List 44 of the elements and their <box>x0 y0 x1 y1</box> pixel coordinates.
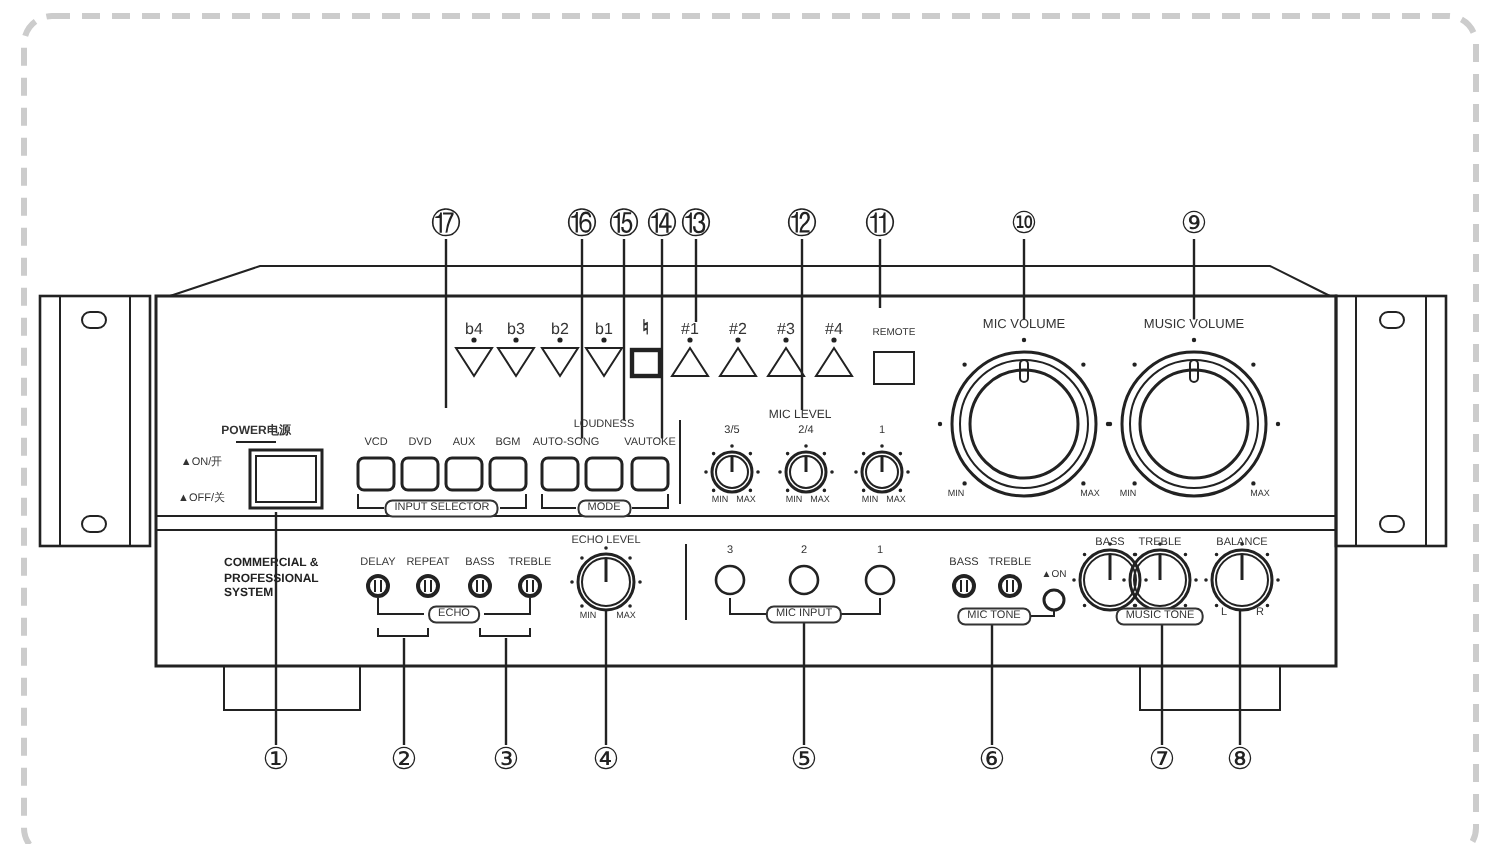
callout-number: ⑭ <box>647 209 677 239</box>
panel-label: #3 <box>777 322 795 338</box>
panel-label: b3 <box>507 322 525 338</box>
callout-number: ⑫ <box>787 209 817 239</box>
leader-line <box>1022 239 1026 320</box>
leader-line <box>444 239 448 408</box>
callout-number: ⑤ <box>790 745 818 775</box>
leader-line <box>402 638 406 745</box>
panel-label: b1 <box>595 322 613 338</box>
leader-line <box>694 239 698 322</box>
leader-line <box>660 239 664 439</box>
leader-line <box>1192 239 1196 320</box>
callout-number: ③ <box>492 745 520 775</box>
leader-line <box>802 622 806 745</box>
callout-number: ⑬ <box>681 209 711 239</box>
callout-number: ① <box>262 745 290 775</box>
panel-label: #4 <box>825 322 843 338</box>
leader-line <box>274 512 278 745</box>
leader-line <box>1160 624 1164 745</box>
callout-number: ⑯ <box>567 209 597 239</box>
callout-number: ⑮ <box>609 209 639 239</box>
panel-label: ♮ <box>642 320 650 340</box>
knob <box>1204 542 1280 612</box>
callout-number: ⑨ <box>1180 209 1208 239</box>
callout-number: ⑰ <box>431 209 461 239</box>
panel-label: #1 <box>681 322 699 338</box>
callout-number: ⑦ <box>1148 745 1176 775</box>
callout-number: ⑪ <box>865 209 895 239</box>
panel-label: b4 <box>465 322 483 338</box>
callout-number: ⑧ <box>1226 745 1254 775</box>
callout-number: ⑩ <box>1010 209 1038 239</box>
panel-label: #2 <box>729 322 747 338</box>
leader-line <box>800 239 804 410</box>
leader-line <box>878 239 882 308</box>
callout-number: ② <box>390 745 418 775</box>
callout-number: ⑥ <box>978 745 1006 775</box>
leader-line <box>504 638 508 745</box>
leader-line <box>990 624 994 745</box>
leader-line <box>604 610 608 745</box>
callout-number: ④ <box>592 745 620 775</box>
knob <box>570 546 642 612</box>
panel-label: b2 <box>551 322 569 338</box>
leader-line <box>1238 610 1242 745</box>
leader-line <box>622 239 626 421</box>
